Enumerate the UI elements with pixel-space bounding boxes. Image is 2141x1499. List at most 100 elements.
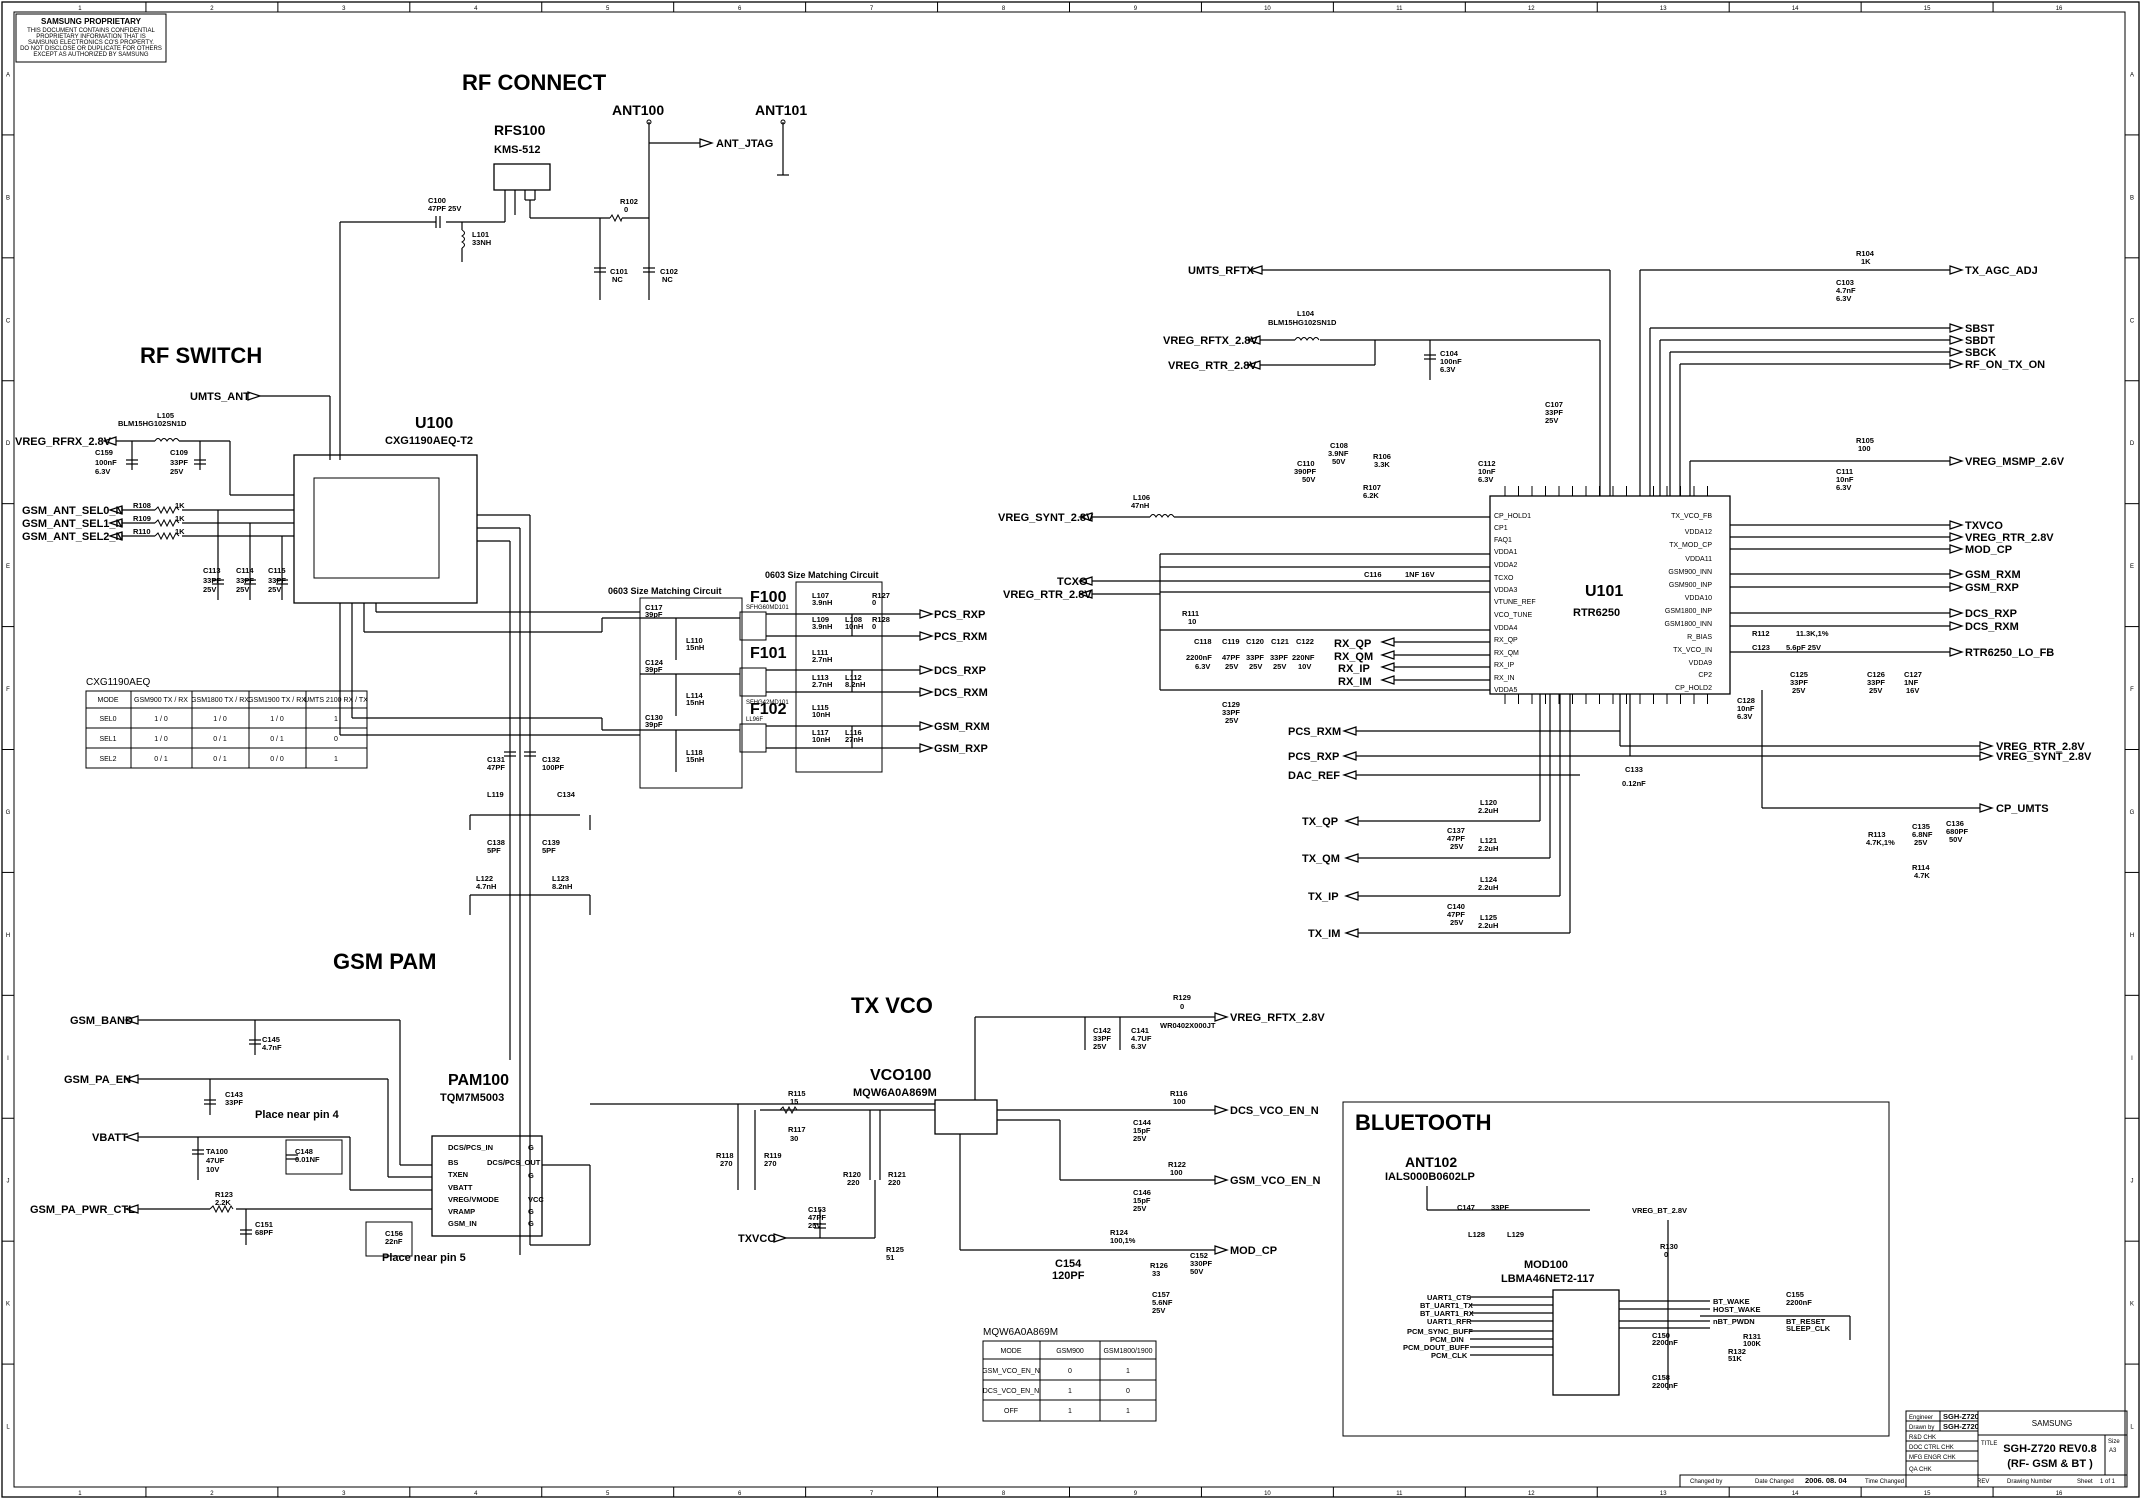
- svg-text:OFF: OFF: [1004, 1408, 1018, 1415]
- svg-text:30: 30: [790, 1134, 798, 1143]
- svg-text:0: 0: [1664, 1250, 1668, 1259]
- svg-text:0: 0: [1180, 1002, 1184, 1011]
- svg-text:PCM_CLK: PCM_CLK: [1431, 1351, 1468, 1360]
- svg-text:L101: L101: [472, 230, 489, 239]
- svg-text:MODE: MODE: [1001, 1348, 1022, 1355]
- svg-text:Date Changed: Date Changed: [1755, 1479, 1794, 1485]
- svg-text:GSM_BAND: GSM_BAND: [70, 1015, 133, 1027]
- svg-text:BT_UART1_RX: BT_UART1_RX: [1420, 1309, 1474, 1318]
- svg-text:(RF- GSM & BT ): (RF- GSM & BT ): [2007, 1458, 2093, 1470]
- rfs100-connector: [493, 163, 551, 191]
- svg-text:DCS_RXM: DCS_RXM: [1965, 621, 2019, 633]
- svg-text:RTR6250: RTR6250: [1573, 607, 1620, 619]
- svg-text:nBT_PWDN: nBT_PWDN: [1713, 1317, 1755, 1326]
- svg-text:R122: R122: [1168, 1160, 1186, 1169]
- svg-text:6.3V: 6.3V: [1195, 662, 1210, 671]
- svg-text:6.3V: 6.3V: [1131, 1042, 1146, 1051]
- svg-text:100: 100: [1173, 1097, 1186, 1106]
- svg-text:MOD100: MOD100: [1524, 1259, 1568, 1271]
- svg-text:25V: 25V: [1545, 416, 1558, 425]
- svg-text:VDDA1: VDDA1: [1494, 549, 1517, 556]
- svg-text:G: G: [528, 1219, 534, 1228]
- svg-text:VDDA4: VDDA4: [1494, 625, 1517, 632]
- svg-text:C107: C107: [1545, 400, 1563, 409]
- svg-text:C119: C119: [1222, 637, 1240, 646]
- svg-text:16V: 16V: [1906, 686, 1919, 695]
- svg-text:DCS_VCO_EN_N: DCS_VCO_EN_N: [1230, 1105, 1319, 1117]
- section-title-tx-vco: TX VCO: [851, 993, 933, 1018]
- svg-text:0: 0: [624, 205, 628, 214]
- svg-text:R119: R119: [764, 1151, 782, 1160]
- svg-text:270: 270: [720, 1159, 733, 1168]
- svg-text:4.7nF: 4.7nF: [1836, 286, 1856, 295]
- svg-text:R121: R121: [888, 1170, 906, 1179]
- row-marker: E: [2130, 564, 2134, 570]
- svg-text:51K: 51K: [1728, 1354, 1742, 1363]
- svg-text:VREG_MSMP_2.6V: VREG_MSMP_2.6V: [1965, 456, 2065, 468]
- svg-text:ANT_JTAG: ANT_JTAG: [716, 138, 773, 150]
- svg-text:GSM_ANT_SEL2_N: GSM_ANT_SEL2_N: [22, 531, 124, 543]
- svg-text:C146: C146: [1133, 1188, 1151, 1197]
- svg-text:SBST: SBST: [1965, 323, 1995, 335]
- svg-text:0: 0: [1068, 1368, 1072, 1375]
- svg-text:GSM_ANT_SEL1_N: GSM_ANT_SEL1_N: [22, 518, 124, 530]
- svg-text:R110: R110: [133, 527, 151, 536]
- svg-text:1: 1: [1068, 1388, 1072, 1395]
- svg-text:10V: 10V: [206, 1165, 219, 1174]
- svg-text:VREG_RFTX_2.8V: VREG_RFTX_2.8V: [1163, 335, 1258, 347]
- svg-text:10: 10: [1188, 617, 1196, 626]
- svg-text:RFS100: RFS100: [494, 122, 546, 138]
- svg-text:33PF: 33PF: [225, 1098, 243, 1107]
- svg-text:G: G: [528, 1143, 534, 1152]
- vco-mode-table: MQW6A0A869M MODE GSM900 GSM1800/1900 GSM…: [982, 1327, 1157, 1422]
- rtr-left-nets: UMTS_RFTX VREG_RFTX_2.8V L104 BLM15HG102…: [998, 265, 1646, 940]
- svg-text:15: 15: [790, 1097, 798, 1106]
- row-marker: J: [2131, 1179, 2134, 1185]
- gsm-pam-block: PAM100 TQM7M5003 DCS/PCS_IN BS TXEN VBAT…: [30, 1015, 591, 1264]
- svg-text:270: 270: [764, 1159, 777, 1168]
- svg-text:3.3K: 3.3K: [1374, 460, 1390, 469]
- svg-text:10nF: 10nF: [1478, 467, 1496, 476]
- svg-text:PROPRIETARY INFORMATION THAT I: PROPRIETARY INFORMATION THAT IS: [36, 34, 146, 40]
- svg-text:GSM1800/1900: GSM1800/1900: [1103, 1348, 1152, 1355]
- svg-text:33PF: 33PF: [236, 576, 254, 585]
- svg-text:BS: BS: [448, 1158, 458, 1167]
- proprietary-notice: SAMSUNG PROPRIETARY THIS DOCUMENT CONTAI…: [15, 13, 167, 63]
- svg-text:Sheet: Sheet: [2077, 1479, 2093, 1485]
- row-marker: C: [6, 318, 11, 324]
- svg-text:F101: F101: [750, 645, 787, 662]
- svg-text:33NH: 33NH: [472, 238, 491, 247]
- svg-text:220NF: 220NF: [1292, 653, 1315, 662]
- svg-text:PCM_SYNC_BUFF: PCM_SYNC_BUFF: [1407, 1327, 1473, 1336]
- svg-text:VREG_RFRX_2.8V: VREG_RFRX_2.8V: [15, 436, 112, 448]
- svg-text:5.6pF 25V: 5.6pF 25V: [1786, 643, 1821, 652]
- svg-text:L108: L108: [845, 615, 862, 624]
- row-marker: F: [2130, 687, 2134, 693]
- svg-text:MODE: MODE: [98, 697, 119, 704]
- svg-text:25V: 25V: [1133, 1134, 1146, 1143]
- svg-text:C108: C108: [1330, 441, 1348, 450]
- svg-text:100: 100: [1170, 1168, 1183, 1177]
- svg-text:C147: C147: [1457, 1203, 1475, 1212]
- svg-text:0: 0: [872, 622, 876, 631]
- svg-text:VRAMP: VRAMP: [448, 1207, 475, 1216]
- svg-text:10nF: 10nF: [1737, 704, 1755, 713]
- svg-text:VDDA3: VDDA3: [1494, 587, 1517, 594]
- svg-text:15nH: 15nH: [686, 698, 704, 707]
- svg-text:RX_QM: RX_QM: [1494, 650, 1519, 657]
- svg-text:SFHG42MD101: SFHG42MD101: [746, 700, 789, 706]
- svg-text:ANT100: ANT100: [612, 102, 664, 118]
- svg-text:1: 1: [334, 716, 338, 723]
- svg-text:8.2nH: 8.2nH: [845, 680, 865, 689]
- svg-text:TITLE: TITLE: [1981, 1441, 1997, 1447]
- svg-text:C140: C140: [1447, 902, 1465, 911]
- svg-text:47PF: 47PF: [1222, 653, 1240, 662]
- svg-text:10V: 10V: [1298, 662, 1311, 671]
- svg-text:47PF: 47PF: [808, 1213, 826, 1222]
- svg-text:L107: L107: [812, 591, 829, 600]
- svg-text:SAMSUNG: SAMSUNG: [2032, 1419, 2072, 1428]
- svg-text:C154: C154: [1055, 1258, 1082, 1270]
- row-marker: B: [6, 195, 10, 201]
- svg-text:C150: C150: [1652, 1331, 1670, 1340]
